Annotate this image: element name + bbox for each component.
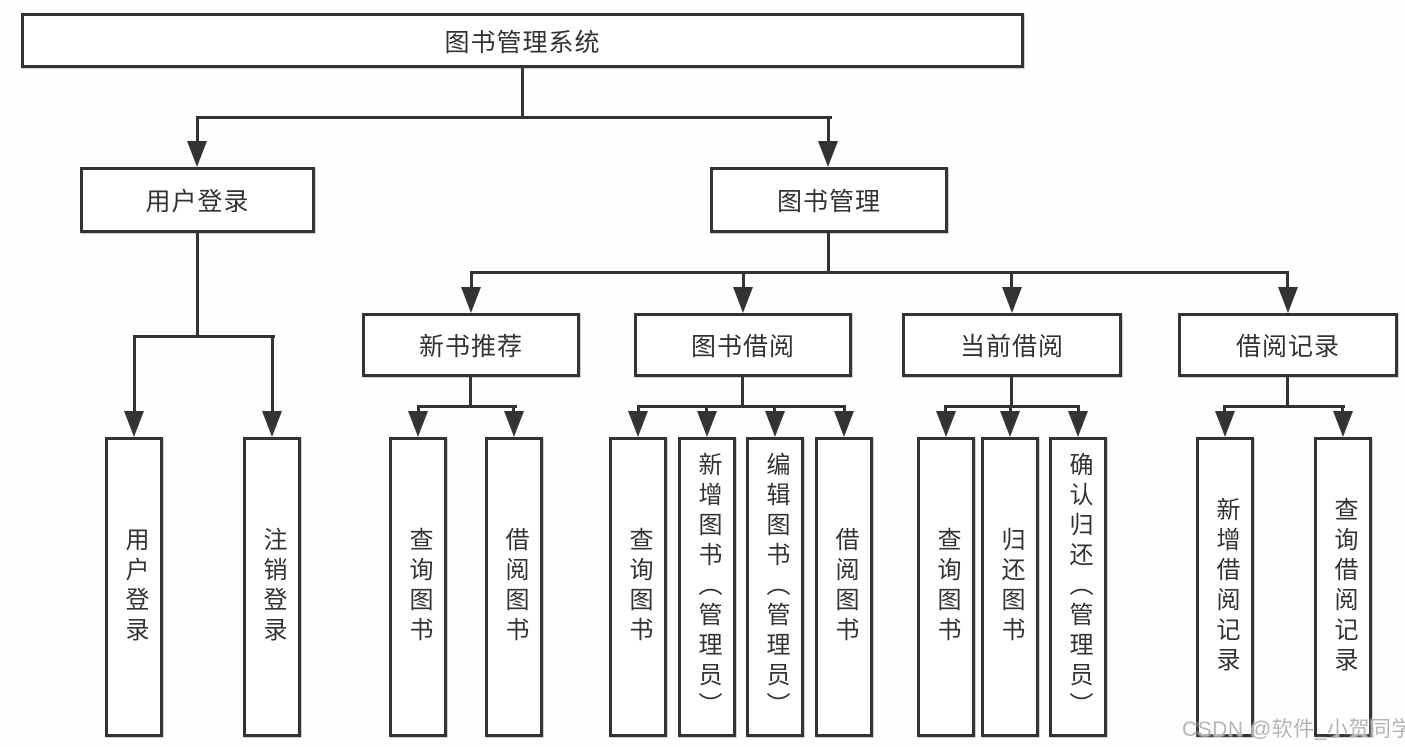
arrow-down-icon <box>1068 411 1088 437</box>
node-label: 查询图书 <box>405 527 432 647</box>
connector-root-hline <box>196 116 832 119</box>
node-leaf-query-book-current: 查询图书 <box>917 437 975 737</box>
arrow-down-icon <box>504 411 524 437</box>
node-borrow-record: 借阅记录 <box>1178 313 1398 377</box>
node-label: 编辑图书（管理员） <box>762 452 789 722</box>
connector-bookmgmt-hline <box>470 271 1289 274</box>
node-label: 确认归还（管理员） <box>1065 452 1092 722</box>
node-label: 归还图书 <box>997 527 1024 647</box>
node-leaf-borrow-book-recommend: 借阅图书 <box>485 437 543 737</box>
node-label: 新增借阅记录 <box>1212 497 1239 677</box>
arrow-down-icon <box>1278 287 1298 313</box>
connector-m1-stub1 <box>417 405 420 414</box>
connector-root-vline <box>521 66 524 119</box>
node-current-borrow: 当前借阅 <box>902 313 1122 377</box>
connector-m4-vline <box>1286 375 1289 408</box>
connector-m3-vline <box>1010 375 1013 408</box>
connector-m4-stub2 <box>1341 405 1344 414</box>
arrow-down-icon <box>628 411 648 437</box>
connector-m2-stub3 <box>773 405 776 414</box>
node-user-login: 用户登录 <box>80 167 315 233</box>
node-leaf-user-login: 用户登录 <box>105 437 163 737</box>
node-book-management: 图书管理 <box>710 167 948 233</box>
arrow-down-icon <box>262 411 282 437</box>
connector-stub-current-borrow <box>1010 271 1013 291</box>
arrow-down-icon <box>733 287 753 313</box>
arrow-down-icon <box>818 141 838 167</box>
connector-m2-hline <box>637 405 846 408</box>
arrow-down-icon <box>1215 411 1235 437</box>
csdn-watermark: CSDN @软件_小贺同学 <box>1182 718 1405 741</box>
node-leaf-query-book-recommend: 查询图书 <box>389 437 447 737</box>
node-book-borrow: 图书借阅 <box>634 313 852 377</box>
node-label: 用户登录 <box>121 527 148 647</box>
connector-m2-vline <box>741 375 744 408</box>
connector-m3-stub1 <box>944 405 947 414</box>
connector-m3-hline <box>944 405 1080 408</box>
arrow-down-icon <box>936 411 956 437</box>
node-label: 用户登录 <box>145 188 250 216</box>
connector-stub-logout-leaf <box>271 335 274 412</box>
node-label: 注销登录 <box>259 527 286 647</box>
node-leaf-return-book: 归还图书 <box>981 437 1039 737</box>
node-leaf-query-borrow-record: 查询借阅记录 <box>1314 437 1372 737</box>
connector-m4-hline <box>1223 405 1345 408</box>
arrow-down-icon <box>765 411 785 437</box>
node-label: 当前借阅 <box>959 333 1064 361</box>
node-label: 新书推荐 <box>418 333 523 361</box>
connector-m2-stub1 <box>637 405 640 414</box>
node-label: 图书管理系统 <box>444 28 601 57</box>
node-label: 借阅记录 <box>1235 333 1340 361</box>
connector-userlogin-hline <box>133 335 275 338</box>
connector-userlogin-vline <box>196 231 199 338</box>
connector-m1-stub2 <box>512 405 515 414</box>
arrow-down-icon <box>187 141 207 167</box>
node-leaf-add-borrow-record: 新增借阅记录 <box>1196 437 1254 737</box>
connector-m1-vline <box>469 375 472 408</box>
node-new-book-recommend: 新书推荐 <box>362 313 580 377</box>
arrow-down-icon <box>124 411 144 437</box>
node-label: 查询图书 <box>625 527 652 647</box>
connector-m1-hline <box>417 405 517 408</box>
arrow-down-icon <box>697 411 717 437</box>
node-root-library-system: 图书管理系统 <box>21 13 1024 68</box>
connector-m3-stub2 <box>1009 405 1012 414</box>
arrow-down-icon <box>461 287 481 313</box>
node-leaf-query-book-borrow: 查询图书 <box>609 437 667 737</box>
connector-stub-borrow-record <box>1286 271 1289 291</box>
connector-stub-login-leaf <box>133 335 136 412</box>
arrow-down-icon <box>1333 411 1353 437</box>
node-leaf-borrow-book: 借阅图书 <box>815 437 873 737</box>
node-label: 图书借阅 <box>690 333 795 361</box>
arrow-down-icon <box>1000 411 1020 437</box>
arrow-down-icon <box>408 411 428 437</box>
connector-m2-stub4 <box>843 405 846 414</box>
arrow-down-icon <box>1002 287 1022 313</box>
node-leaf-edit-book-admin: 编辑图书（管理员） <box>746 437 804 737</box>
node-leaf-add-book-admin: 新增图书（管理员） <box>678 437 736 737</box>
connector-bookmgmt-vline <box>827 231 830 274</box>
connector-stub-user-login <box>196 116 199 144</box>
node-leaf-confirm-return-admin: 确认归还（管理员） <box>1049 437 1107 737</box>
node-label: 借阅图书 <box>831 527 858 647</box>
connector-stub-book-borrow <box>742 271 745 291</box>
node-label: 图书管理 <box>776 188 881 216</box>
connector-m2-stub2 <box>705 405 708 414</box>
node-label: 查询借阅记录 <box>1330 497 1357 677</box>
node-label: 查询图书 <box>933 527 960 647</box>
arrow-down-icon <box>834 411 854 437</box>
node-label: 借阅图书 <box>501 527 528 647</box>
node-label: 新增图书（管理员） <box>694 452 721 722</box>
node-leaf-logout: 注销登录 <box>243 437 301 737</box>
connector-stub-book-management <box>827 116 830 144</box>
connector-m4-stub1 <box>1223 405 1226 414</box>
connector-m3-stub3 <box>1077 405 1080 414</box>
connector-stub-new-book <box>470 271 473 291</box>
